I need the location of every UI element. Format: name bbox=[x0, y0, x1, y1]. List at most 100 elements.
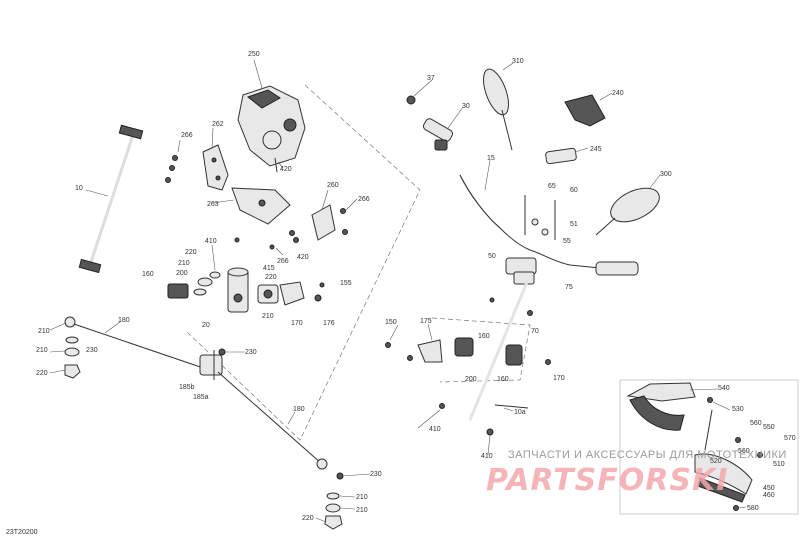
label-210: 210 bbox=[36, 347, 48, 354]
label-175: 175 bbox=[420, 318, 432, 325]
label-37: 37 bbox=[427, 75, 435, 82]
label-60: 60 bbox=[570, 187, 578, 194]
label-230: 230 bbox=[370, 471, 382, 478]
watermark-text: ЗАПЧАСТИ И АКСЕССУАРЫ ДЛЯ МОТОТЕХНИКИ bbox=[508, 449, 787, 461]
label-220: 220 bbox=[36, 370, 48, 377]
label-15: 15 bbox=[487, 155, 495, 162]
label-65: 65 bbox=[548, 183, 556, 190]
mirror-right bbox=[595, 187, 660, 236]
grip-left bbox=[422, 118, 454, 151]
label-180: 180 bbox=[293, 406, 305, 413]
label-160: 160 bbox=[497, 376, 509, 383]
label-220: 220 bbox=[185, 249, 197, 256]
label-530: 530 bbox=[732, 406, 744, 413]
label-410: 410 bbox=[205, 238, 217, 245]
label-160: 160 bbox=[142, 271, 154, 278]
label-155: 155 bbox=[340, 280, 352, 287]
label-510: 510 bbox=[773, 461, 785, 468]
label-75: 75 bbox=[565, 284, 573, 291]
mirror-left bbox=[483, 68, 513, 151]
steering-column bbox=[78, 124, 144, 274]
label-220: 220 bbox=[302, 515, 314, 522]
label-450: 450 bbox=[763, 485, 775, 492]
label-245: 245 bbox=[590, 146, 602, 153]
handlebar bbox=[459, 174, 601, 269]
switch-group-boundary bbox=[431, 317, 531, 383]
label-20: 20 bbox=[202, 322, 210, 329]
pad-245 bbox=[545, 147, 577, 165]
label-570: 570 bbox=[784, 435, 796, 442]
label-55: 55 bbox=[563, 238, 571, 245]
clamp-170 bbox=[257, 281, 325, 306]
power-steering-unit bbox=[237, 85, 306, 173]
label-176: 176 bbox=[323, 320, 335, 327]
label-420: 420 bbox=[280, 166, 292, 173]
watermark-logo: PARTSFORSKI bbox=[486, 463, 728, 498]
label-10a: 10a bbox=[514, 409, 526, 416]
label-415: 415 bbox=[263, 265, 275, 272]
switch-clamps bbox=[385, 297, 551, 436]
bar-end-37 bbox=[406, 95, 416, 105]
label-51: 51 bbox=[570, 221, 578, 228]
label-266: 266 bbox=[181, 132, 193, 139]
label-263: 263 bbox=[207, 201, 219, 208]
label-240: 240 bbox=[612, 90, 624, 97]
label-170: 170 bbox=[291, 320, 303, 327]
label-70: 70 bbox=[531, 328, 539, 335]
label-160: 160 bbox=[478, 333, 490, 340]
label-200: 200 bbox=[465, 376, 477, 383]
cover-240 bbox=[564, 94, 606, 127]
label-410: 410 bbox=[481, 453, 493, 460]
steering-post bbox=[468, 281, 529, 421]
assembly-boundary bbox=[184, 84, 421, 441]
label-540: 540 bbox=[718, 385, 730, 392]
label-250: 250 bbox=[248, 51, 260, 58]
label-410: 410 bbox=[429, 426, 441, 433]
label-210: 210 bbox=[356, 494, 368, 501]
label-210: 210 bbox=[262, 313, 274, 320]
label-230: 230 bbox=[245, 349, 257, 356]
label-560: 560 bbox=[738, 448, 750, 455]
label-185a: 185a bbox=[193, 394, 209, 401]
label-210: 210 bbox=[38, 328, 50, 335]
label-520: 520 bbox=[710, 458, 722, 465]
bracket-262 bbox=[202, 144, 229, 191]
label-200: 200 bbox=[176, 270, 188, 277]
label-50: 50 bbox=[488, 253, 496, 260]
label-10: 10 bbox=[75, 185, 83, 192]
label-310: 310 bbox=[512, 58, 524, 65]
label-260: 260 bbox=[327, 182, 339, 189]
label-180: 180 bbox=[118, 317, 130, 324]
handguard-inset bbox=[619, 379, 799, 515]
label-420: 420 bbox=[297, 254, 309, 261]
label-266: 266 bbox=[277, 258, 289, 265]
riser-bolts bbox=[524, 195, 556, 240]
label-460: 460 bbox=[763, 492, 775, 499]
grip-right bbox=[595, 261, 639, 276]
watermark: ЗАПЧАСТИ И АКСЕССУАРЫ ДЛЯ МОТОТЕХНИКИ PA… bbox=[486, 449, 787, 498]
label-230: 230 bbox=[86, 347, 98, 354]
label-185b: 185b bbox=[179, 384, 195, 391]
bolts-266 bbox=[165, 155, 178, 183]
label-170: 170 bbox=[553, 375, 565, 382]
part-labels: 250 266 262 263 420 260 266 420 410 220 … bbox=[36, 51, 796, 522]
pitman-arm bbox=[199, 348, 226, 380]
label-210: 210 bbox=[178, 260, 190, 267]
label-262: 262 bbox=[212, 121, 224, 128]
diagram-code: 23T20200 bbox=[6, 529, 38, 536]
label-210: 210 bbox=[356, 507, 368, 514]
label-266: 266 bbox=[358, 196, 370, 203]
label-150: 150 bbox=[385, 319, 397, 326]
label-30: 30 bbox=[462, 103, 470, 110]
label-580: 580 bbox=[747, 505, 759, 512]
tie-rod-upper bbox=[64, 316, 216, 379]
label-300: 300 bbox=[660, 171, 672, 178]
bushings-left bbox=[167, 271, 221, 299]
label-220: 220 bbox=[265, 274, 277, 281]
label-560: 560 bbox=[750, 420, 762, 427]
label-550: 550 bbox=[763, 424, 775, 431]
bracket-260 bbox=[311, 204, 336, 241]
lower-column bbox=[227, 267, 249, 313]
riser-clamp bbox=[505, 257, 537, 285]
